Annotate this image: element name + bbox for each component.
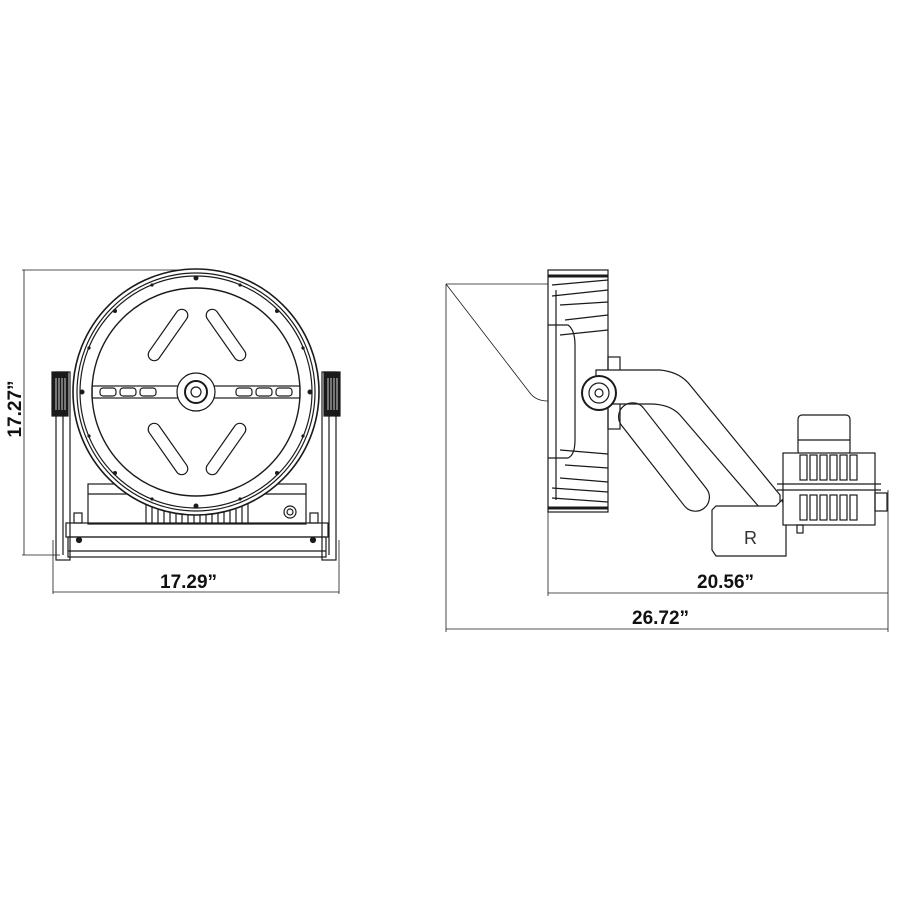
side-fixture-depth-dimension: 20.56” [697,572,755,593]
front-height-dimension: 17.27” [5,380,26,438]
arm-marking-r: R [744,528,757,548]
front-width-dimension: 17.29” [160,572,218,593]
front-view [22,268,341,594]
side-view [445,269,889,632]
side-overall-depth-dimension: 26.72” [632,608,690,629]
